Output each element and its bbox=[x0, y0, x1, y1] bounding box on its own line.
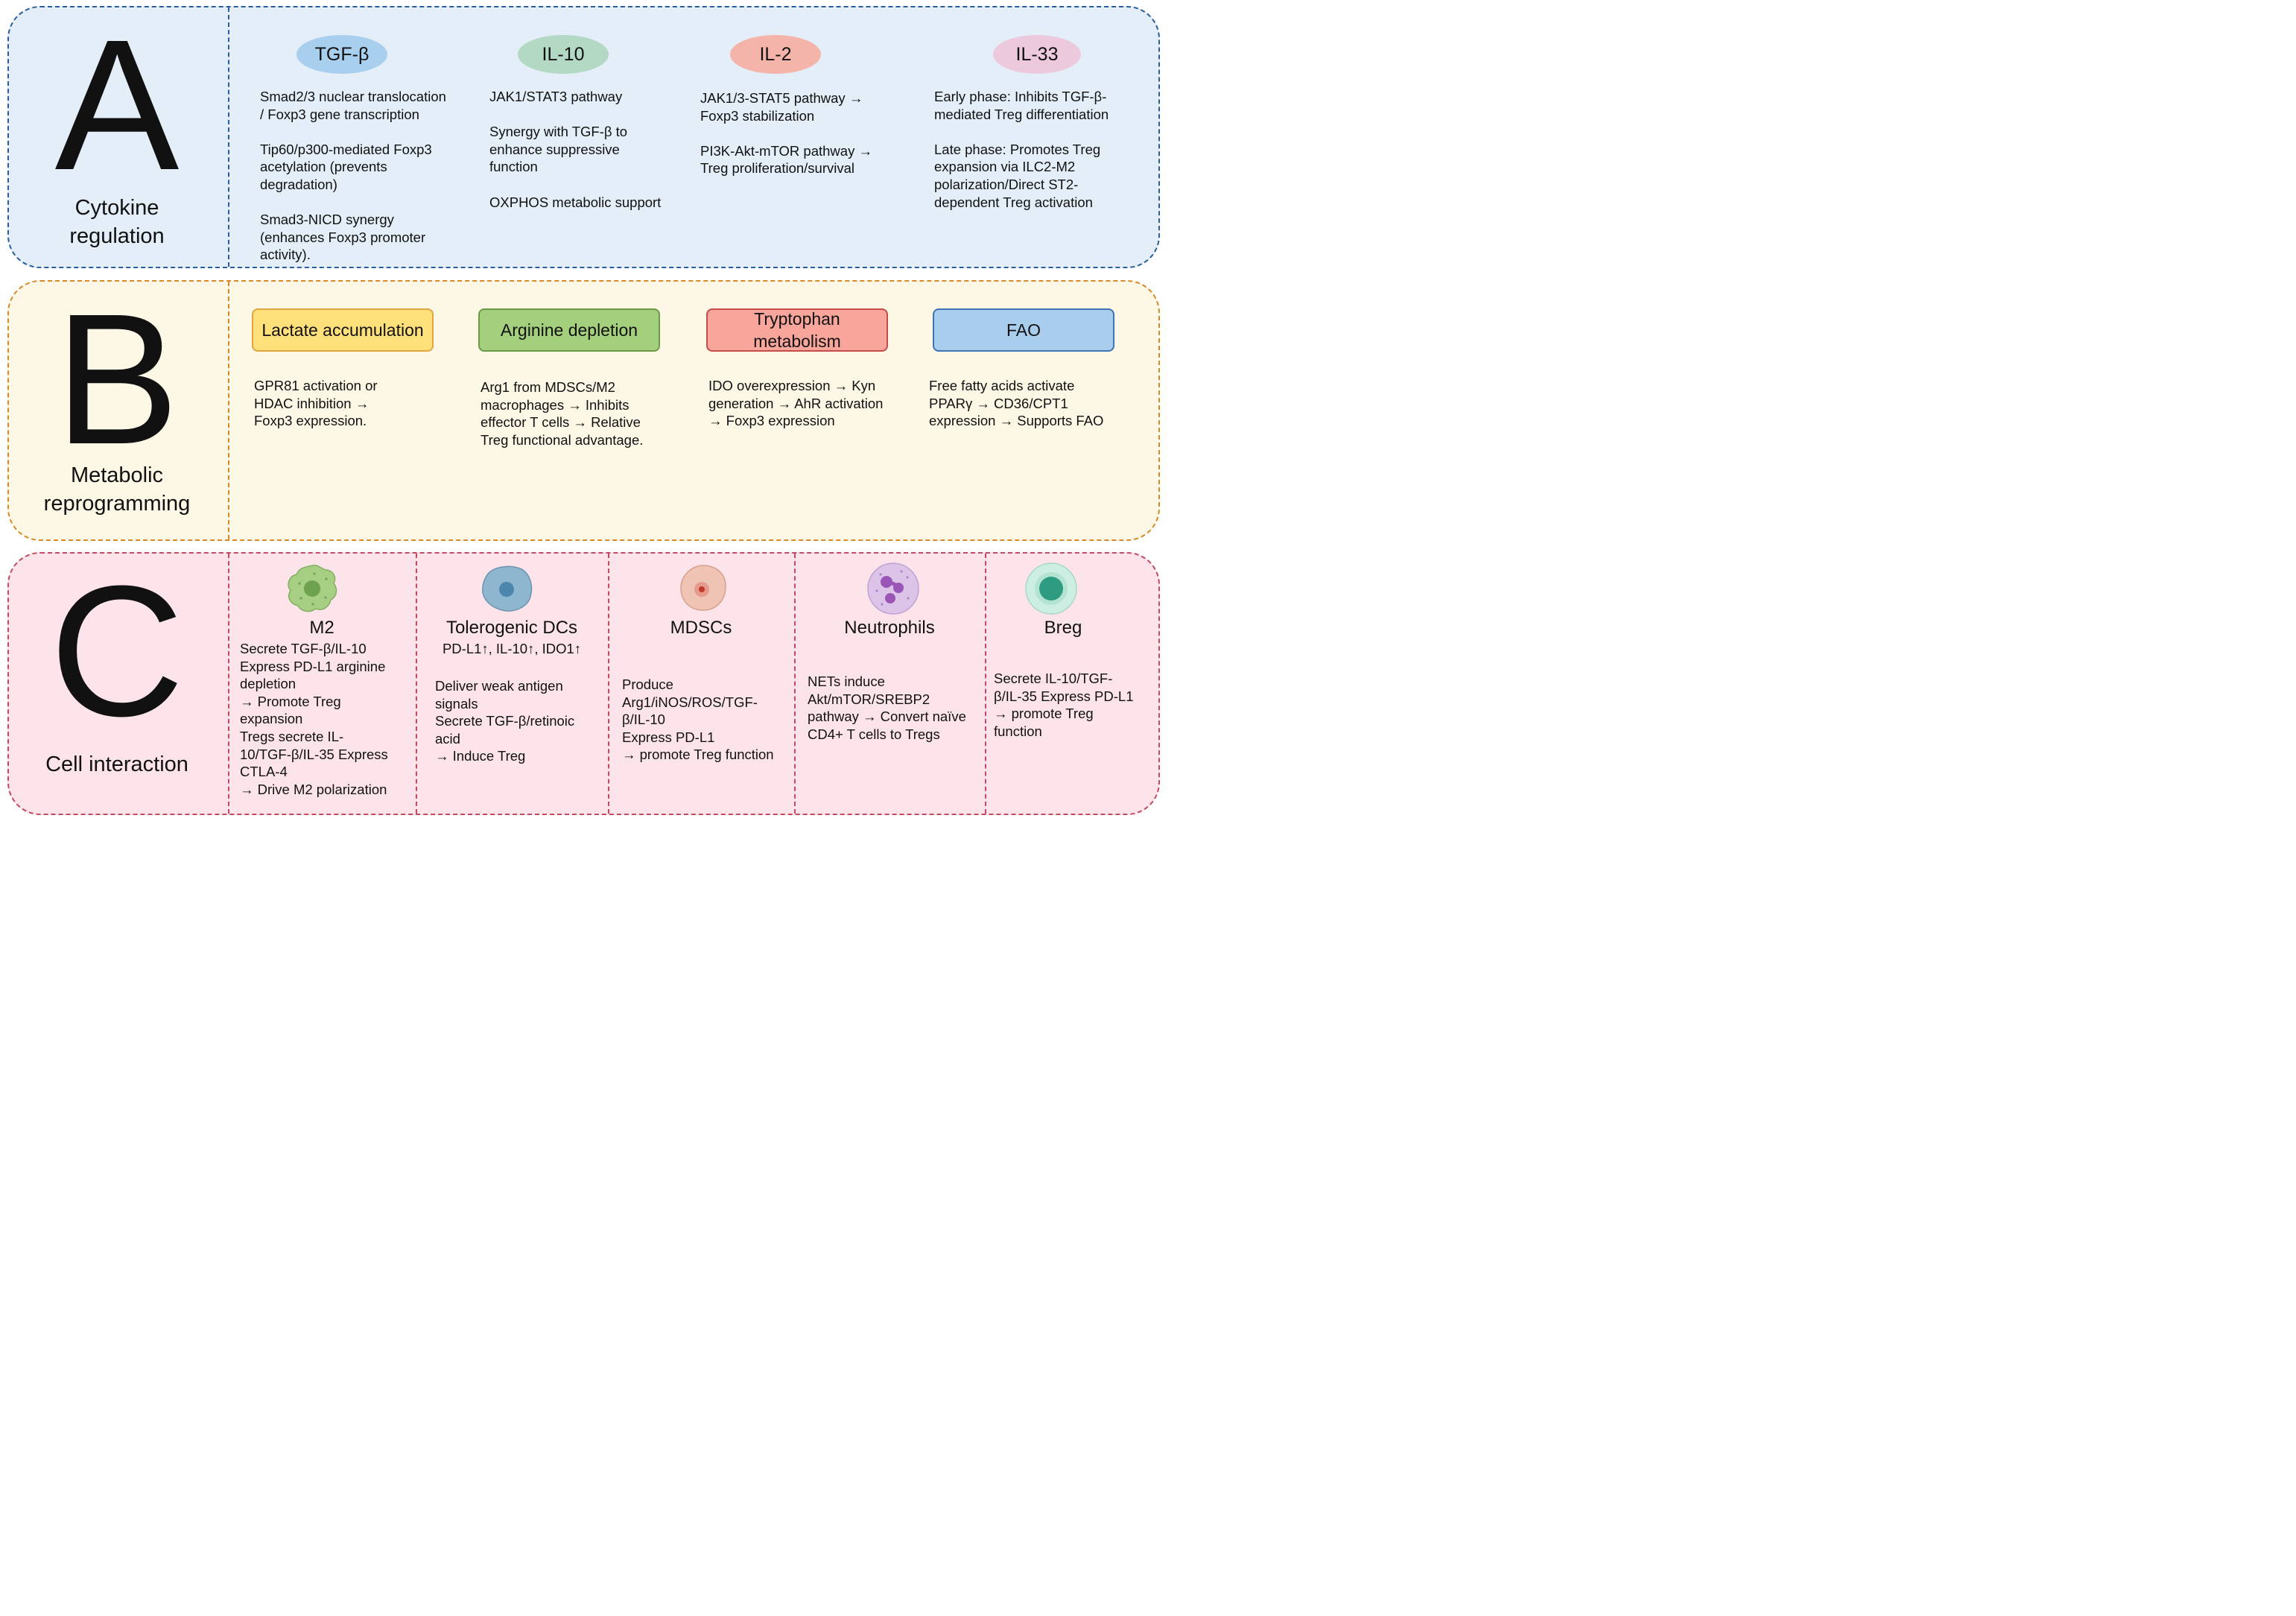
metabolic-factor-name: Lactate accumulation bbox=[261, 320, 424, 340]
metabolic-factor-name: Tryptophan metabolism bbox=[753, 309, 841, 351]
cell-type-tolerogenic-dcs-description: Deliver weak antigen signals Secrete TGF… bbox=[435, 678, 575, 764]
dendritic-cell-icon bbox=[482, 565, 533, 612]
cell-type-m2-description: Secrete TGF-β/IL-10 Express PD-L1 argini… bbox=[240, 641, 388, 797]
fao-box: FAO bbox=[933, 308, 1114, 352]
cytokine-il2-description: JAK1/3-STAT5 pathway → Foxp3 stabilizati… bbox=[700, 90, 872, 177]
lactate-accumulation-box: Lactate accumulation bbox=[252, 308, 434, 352]
lactate-accumulation-description: GPR81 activation or HDAC inhibition → Fo… bbox=[254, 378, 378, 429]
cell-type-breg-description: Secrete IL-10/TGF- β/IL-35 Express PD-L1… bbox=[994, 671, 1134, 739]
mdsc-cell-icon bbox=[680, 565, 726, 611]
panel-letter-c: C bbox=[49, 547, 185, 755]
cell-type-neutrophils-description: NETs induce Akt/mTOR/SREBP2 pathway → Co… bbox=[808, 674, 966, 742]
panel-label-cytokine: Cytokine regulation bbox=[9, 194, 225, 250]
cell-type-tolerogenic-dcs-title: Tolerogenic DCs bbox=[445, 618, 578, 638]
tryptophan-metabolism-box: Tryptophan metabolism bbox=[706, 308, 888, 352]
panel-divider bbox=[228, 554, 229, 814]
cytokine-il33-ellipse: IL-33 bbox=[993, 35, 1081, 74]
panel-divider bbox=[985, 554, 986, 814]
cell-type-mdscs-title: MDSCs bbox=[670, 618, 732, 638]
cytokine-il10-ellipse: IL-10 bbox=[518, 35, 609, 74]
metabolic-factor-name: FAO bbox=[1006, 320, 1041, 340]
cytokine-name: IL-10 bbox=[542, 43, 585, 65]
cell-type-mdscs-description: Produce Arg1/iNOS/ROS/TGF- β/IL-10 Expre… bbox=[622, 676, 774, 763]
panel-divider bbox=[608, 554, 609, 814]
panel-label-line1: Cytokine bbox=[74, 196, 159, 220]
cytokine-tgf-beta-description: Smad2/3 nuclear translocation / Foxp3 ge… bbox=[260, 89, 446, 263]
neutrophil-icon bbox=[867, 563, 919, 615]
cytokine-name: IL-2 bbox=[759, 43, 792, 65]
cytokine-il2-ellipse: IL-2 bbox=[730, 35, 821, 74]
fao-description: Free fatty acids activate PPARγ → CD36/C… bbox=[929, 378, 1104, 429]
panel-divider bbox=[228, 7, 229, 267]
cell-type-tolerogenic-dcs-subtitle: PD-L1↑, IL-10↑, IDO1↑ bbox=[442, 641, 582, 656]
panel-label-line1: Metabolic bbox=[70, 463, 164, 487]
panel-letter-b: B bbox=[54, 275, 180, 483]
cytokine-regulation-panel: A Cytokine regulation TGF-β Smad2/3 nucl… bbox=[7, 6, 1160, 268]
cytokine-il10-description: JAK1/STAT3 pathway Synergy with TGF-β to… bbox=[489, 89, 662, 210]
breg-cell-icon bbox=[1025, 563, 1077, 615]
panel-label-line2: regulation bbox=[69, 224, 165, 248]
panel-label-line2: reprogramming bbox=[43, 492, 191, 516]
panel-letter-a: A bbox=[54, 1, 180, 209]
panel-divider bbox=[416, 554, 417, 814]
cell-type-m2-title: M2 bbox=[309, 618, 334, 638]
cytokine-name: IL-33 bbox=[1015, 43, 1059, 65]
tryptophan-metabolism-description: IDO overexpression → Kyn generation → Ah… bbox=[708, 378, 884, 429]
arginine-depletion-box: Arginine depletion bbox=[478, 308, 660, 352]
panel-divider bbox=[794, 554, 796, 814]
panel-label-metabolic: Metabolic reprogramming bbox=[9, 461, 225, 518]
panel-divider bbox=[228, 282, 229, 539]
arginine-depletion-description: Arg1 from MDSCs/M2 macrophages → Inhibit… bbox=[481, 379, 644, 448]
cytokine-tgf-beta-ellipse: TGF-β bbox=[296, 35, 387, 74]
metabolic-factor-name: Arginine depletion bbox=[500, 320, 638, 340]
cytokine-name: TGF-β bbox=[314, 43, 370, 65]
metabolic-reprogramming-panel: B Metabolic reprogramming Lactate accumu… bbox=[7, 280, 1160, 541]
cell-type-neutrophils-title: Neutrophils bbox=[844, 618, 935, 638]
cell-type-breg-title: Breg bbox=[1044, 618, 1082, 638]
panel-label-cell: Cell interaction bbox=[45, 752, 188, 776]
cytokine-il33-description: Early phase: Inhibits TGF-β- mediated Tr… bbox=[934, 89, 1109, 210]
cell-interaction-panel: C Cell interaction M2 Secrete TGF-β/IL-1… bbox=[7, 552, 1160, 815]
m2-macrophage-icon bbox=[288, 564, 337, 612]
